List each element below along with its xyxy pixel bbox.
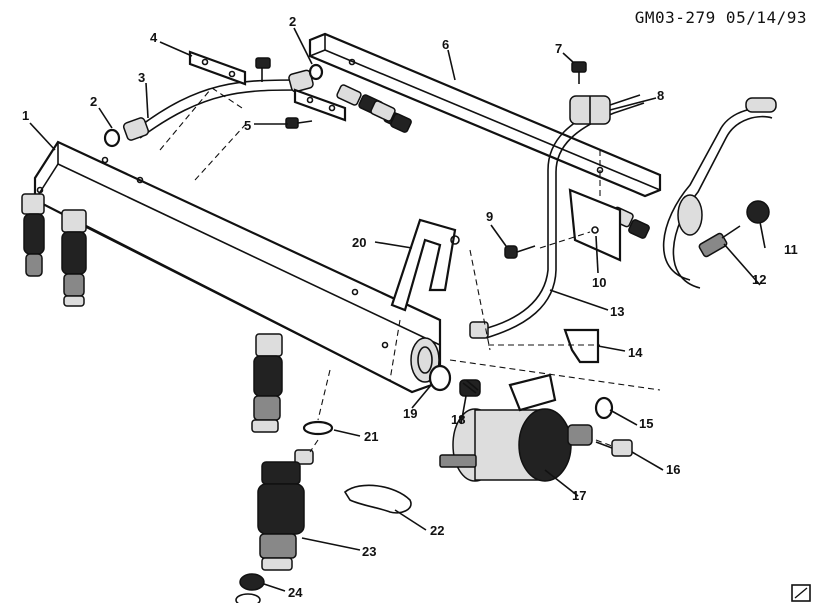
pipe-bracket-upper [188,50,247,86]
front-injector-3 [251,333,283,433]
callout-24: 24 [288,585,303,600]
callout-2-right: 2 [289,14,296,29]
leader-lines [29,27,766,592]
o-ring-15 [594,396,614,420]
callout-17: 17 [572,488,586,503]
callout-9: 9 [486,209,493,224]
o-ring-2-right [308,63,324,81]
callout-19: 19 [403,406,417,421]
o-ring-19 [428,364,452,392]
fuel-line-right [662,97,777,289]
o-ring-24 [235,573,265,607]
bolt-5-left [255,57,271,82]
callout-6: 6 [442,37,449,52]
callout-14: 14 [628,345,643,360]
callout-16: 16 [666,462,680,477]
callout-20: 20 [352,235,366,250]
callout-labels: 1 2 2 3 4 5 6 7 8 9 10 11 12 13 14 15 16… [22,14,798,600]
crossover-pipe [122,69,314,141]
callout-22: 22 [430,523,444,538]
rear-fuel-rail [308,32,662,198]
assembly-lines [159,87,661,453]
spring-18 [459,379,481,397]
rear-injector-2 [370,100,412,133]
retainer-clip-22 [343,484,412,514]
injector-23 [257,449,314,571]
rail-end-fitting [677,194,703,236]
callout-15: 15 [639,416,653,431]
front-injector-2 [61,209,87,307]
front-fuel-rail [33,140,442,394]
bolt-16 [595,439,633,457]
bracket-20 [390,218,460,312]
bracket-10 [568,188,622,262]
bolt-9 [504,245,536,259]
line-clamp-8 [569,95,611,125]
callout-8: 8 [657,88,664,103]
callout-3: 3 [138,70,145,85]
callout-2-left: 2 [90,94,97,109]
callout-23: 23 [362,544,376,559]
cap-11 [746,200,770,224]
callout-12: 12 [752,272,766,287]
callout-11: 11 [784,242,798,257]
pressure-regulator-17 [439,373,593,482]
callout-18: 18 [451,412,465,427]
bolt-7 [571,61,587,84]
o-ring-21 [302,420,334,436]
page-corner-mark [791,584,811,602]
o-ring-2-left [103,128,121,148]
bolt-5-lower [285,117,313,129]
drawing-code: GM03-279 05/14/93 [634,8,807,27]
callout-21: 21 [364,429,378,444]
fitting-12 [698,225,741,258]
callout-4: 4 [150,30,158,45]
callout-10: 10 [592,275,606,290]
callout-5: 5 [244,118,251,133]
callout-7: 7 [555,41,562,56]
callout-1: 1 [22,108,29,123]
callout-13: 13 [610,304,624,319]
pipe-bracket-lower [293,88,347,122]
retainer-clip-14 [563,328,600,364]
front-injector-1 [21,193,45,277]
